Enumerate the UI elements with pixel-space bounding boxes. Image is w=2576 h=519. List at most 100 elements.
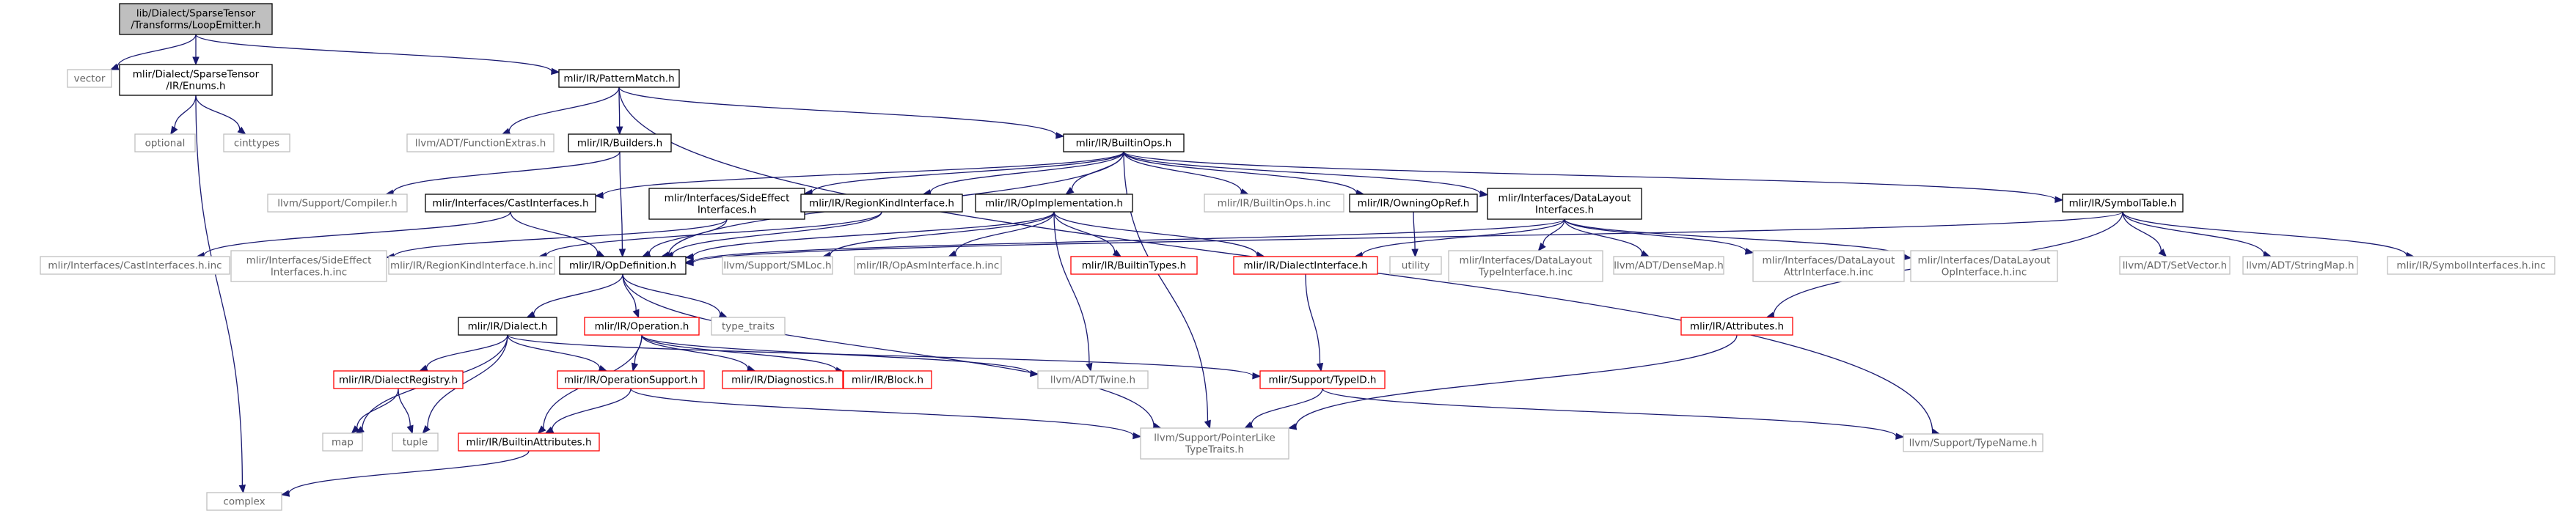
node-functionextras: llvm/ADT/FunctionExtras.h [406,133,555,152]
edge-dialectinterface-to-typeid [1305,273,1324,372]
node-box [406,133,555,152]
edge-enums-to-optional [170,95,197,136]
node-label: complex [223,496,265,508]
node-enums[interactable]: mlir/Dialect/SparseTensor/IR/Enums.h [119,64,273,96]
node-patternmatch[interactable]: mlir/IR/PatternMatch.h [558,69,680,88]
node-label: llvm/ADT/FunctionExtras.h [415,138,546,150]
node-box [388,256,555,275]
node-map: map [322,432,363,452]
node-operationsupport[interactable]: mlir/IR/OperationSupport.h [557,370,705,389]
node-box [2119,256,2231,275]
edge-builtinops-to-opimplementation [1065,151,1124,195]
node-loopemitter[interactable]: lib/Dialect/SparseTensor/Transforms/Loop… [119,3,273,35]
edge-builders-to-opdefinition [618,151,626,258]
edge-builders-to-compiler [384,151,621,196]
node-label: mlir/IR/OpImplementation.h [985,198,1123,210]
node-box [2062,194,2184,213]
node-box [119,64,273,96]
node-builtintypes[interactable]: mlir/IR/BuiltinTypes.h [1070,256,1198,275]
node-label: mlir/Interfaces/DataLayout [1460,255,1592,267]
node-owningopref[interactable]: mlir/IR/OwningOpRef.h [1349,194,1478,213]
node-dialectregistry[interactable]: mlir/IR/DialectRegistry.h [333,370,464,389]
node-label: llvm/Support/SMLoc.h [723,260,831,272]
node-box [1140,427,1289,460]
node-label: llvm/Support/Compiler.h [277,198,397,210]
node-typeid[interactable]: mlir/Support/TypeID.h [1259,370,1386,389]
edge-builtinops-to-castinterfaces [594,151,1124,199]
node-sideeffect-inc: mlir/Interfaces/SideEffectInterfaces.h.i… [230,250,387,282]
node-operation[interactable]: mlir/IR/Operation.h [584,317,700,336]
node-builtinops[interactable]: mlir/IR/BuiltinOps.h [1063,133,1185,152]
node-label: utility [1402,260,1430,272]
node-label: llvm/Support/PointerLike [1154,432,1275,444]
edge-dialect-to-typeid [507,334,1262,380]
node-label: mlir/Dialect/SparseTensor [133,69,260,81]
node-dialectinterface[interactable]: mlir/IR/DialectInterface.h [1233,256,1378,275]
node-box [2387,256,2555,275]
node-opdefinition[interactable]: mlir/IR/OpDefinition.h [559,256,687,275]
node-label: mlir/IR/SymbolInterfaces.h.inc [2396,260,2545,272]
node-label: mlir/IR/Block.h [852,375,923,386]
node-dialect[interactable]: mlir/IR/Dialect.h [458,317,557,336]
node-castinterfaces[interactable]: mlir/Interfaces/CastInterfaces.h [425,194,596,213]
edge-enums-to-cinttypes [195,95,246,135]
edge-patternmatch-to-functionextras [501,86,620,135]
edge-datalayout-to-dltypeinterface_inc [1537,218,1565,252]
node-builtinattributes[interactable]: mlir/IR/BuiltinAttributes.h [458,432,600,452]
node-box [711,317,786,336]
node-box [1070,256,1198,275]
edge-typeid-to-pointerlike [1243,388,1323,429]
edge-datalayout-to-densemap [1564,218,1650,257]
node-label: /Transforms/LoopEmitter.h [131,20,260,32]
node-symboltable[interactable]: mlir/IR/SymbolTable.h [2062,194,2184,213]
node-dlopinterface-inc: mlir/Interfaces/DataLayoutOpInterface.h.… [1910,250,2058,282]
edge-builtinops-to-symboltable [1123,151,2064,203]
edge-attributes-to-pointerlike [1287,334,1738,430]
node-label: mlir/Interfaces/DataLayout [1918,255,2051,267]
node-box [1680,317,1793,336]
edge-opdefinition-to-operation [622,273,640,319]
node-box [1389,256,1442,275]
node-cinttypes: cinttypes [223,133,290,152]
node-label: mlir/Interfaces/CastInterfaces.h [432,198,588,210]
edge-operationsupport-to-pointerlike [630,388,1142,440]
node-label: mlir/IR/Diagnostics.h [731,375,834,386]
node-regionkind-inc: mlir/IR/RegionKindInterface.h.inc [388,256,555,275]
node-label: llvm/ADT/StringMap.h [2246,260,2354,272]
node-label: llvm/ADT/SetVector.h [2123,260,2227,272]
node-opimplementation[interactable]: mlir/IR/OpImplementation.h [975,194,1133,213]
node-label: type_traits [722,321,775,333]
node-label: mlir/IR/Dialect.h [468,321,548,333]
edge-loopemitter-to-patternmatch [195,34,560,76]
node-label: mlir/Interfaces/DataLayout [1499,193,1631,205]
node-box [1613,256,1724,275]
node-label: tuple [403,437,428,449]
node-label: mlir/IR/RegionKindInterface.h.inc [390,260,553,272]
node-builtinops-inc: mlir/IR/BuiltinOps.h.inc [1204,194,1344,213]
edge-opimplementation-to-opdefinition [684,211,1055,260]
node-box [425,194,596,213]
node-typename: llvm/Support/TypeName.h [1903,433,2043,452]
node-attributes[interactable]: mlir/IR/Attributes.h [1680,317,1793,336]
node-setvector: llvm/ADT/SetVector.h [2119,256,2231,275]
file-nodes: lib/Dialect/SparseTensor/Transforms/Loop… [40,3,2555,511]
node-box [975,194,1133,213]
node-box [67,69,112,88]
node-box [1259,370,1386,389]
node-label: mlir/IR/DialectInterface.h [1243,260,1367,272]
edge-operation-to-diagnostics [641,334,756,372]
node-twine: llvm/ADT/Twine.h [1037,370,1149,389]
node-label: Interfaces.h [698,205,756,216]
node-block[interactable]: mlir/IR/Block.h [843,370,932,389]
node-box [134,133,196,152]
node-box [392,432,439,452]
node-box [1903,433,2043,452]
node-builders[interactable]: mlir/IR/Builders.h [568,133,672,152]
node-box [322,432,363,452]
edge-dialectregistry-to-tuple [398,388,414,435]
node-diagnostics[interactable]: mlir/IR/Diagnostics.h [722,370,844,389]
node-regionkind[interactable]: mlir/IR/RegionKindInterface.h [800,194,963,213]
node-box [559,256,687,275]
